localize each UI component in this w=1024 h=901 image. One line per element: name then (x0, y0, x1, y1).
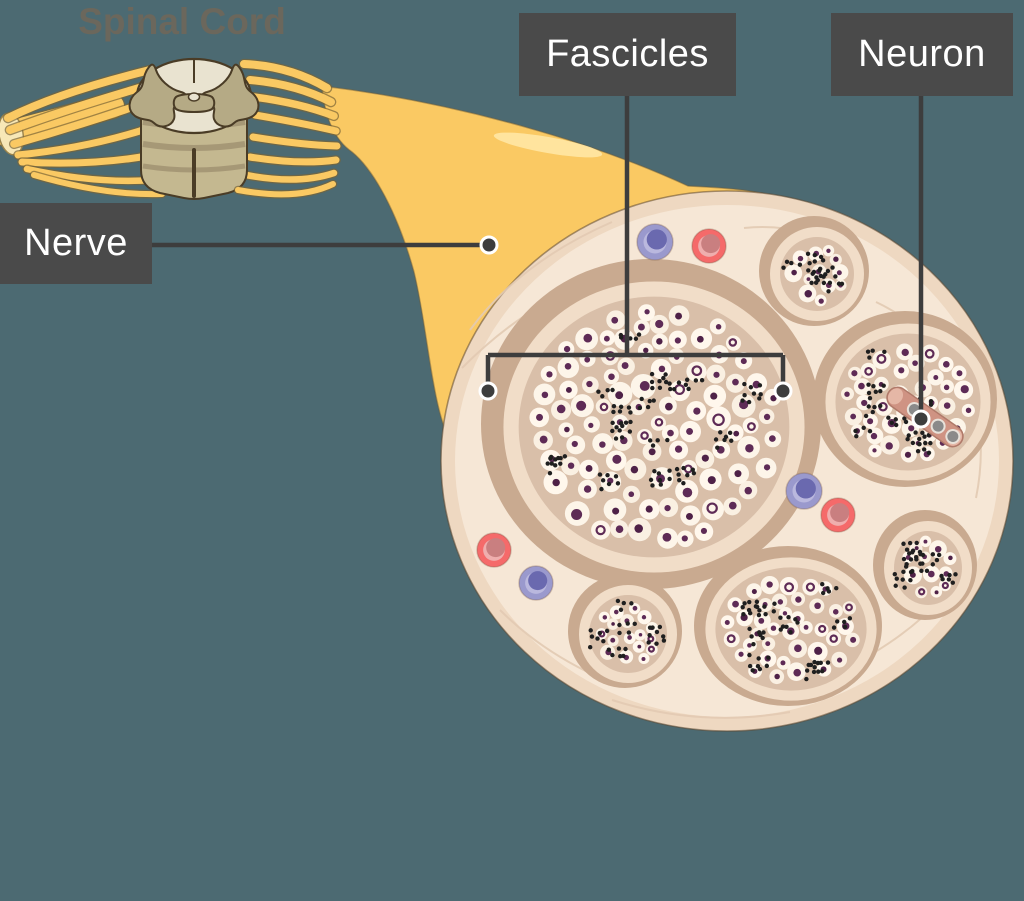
gray-matter-right-wing (200, 63, 260, 128)
fascicle-bottom-left (568, 574, 682, 688)
gray-matter-left-wing (128, 63, 188, 128)
spinal-cord-illustration (0, 57, 342, 200)
vein-vessel (518, 565, 554, 601)
central-canal (187, 92, 201, 102)
nerve-label-text: Nerve (24, 222, 128, 264)
fascicle-bottom-mid (694, 546, 882, 706)
artery-vessel (476, 532, 512, 568)
fascicle-right-mid (873, 510, 977, 620)
nerve-cross-section (440, 190, 1014, 732)
leader-anchor-dot (773, 381, 793, 401)
neuron-label-text: Neuron (858, 33, 986, 75)
nerve-label: Nerve (0, 203, 152, 284)
leader-lines (152, 96, 931, 429)
fascicle-large-left (481, 259, 821, 589)
artery-vessel (691, 228, 727, 264)
fascicle-top (759, 216, 869, 326)
leader-anchor-dot (478, 381, 498, 401)
spinal-cord-title: Spinal Cord (78, 1, 286, 42)
vein-vessel (636, 223, 674, 261)
artery-vessel (820, 497, 856, 533)
fascicles-label-text: Fascicles (546, 33, 709, 75)
leader-anchor-dot (911, 409, 931, 429)
fascicles-leader-bracket (485, 96, 786, 391)
leader-anchor-dot (479, 235, 499, 255)
fascicles-label: Fascicles (519, 13, 736, 96)
vein-vessel (785, 472, 823, 510)
neuron-label: Neuron (831, 13, 1013, 96)
sheath-highlight (493, 132, 603, 158)
